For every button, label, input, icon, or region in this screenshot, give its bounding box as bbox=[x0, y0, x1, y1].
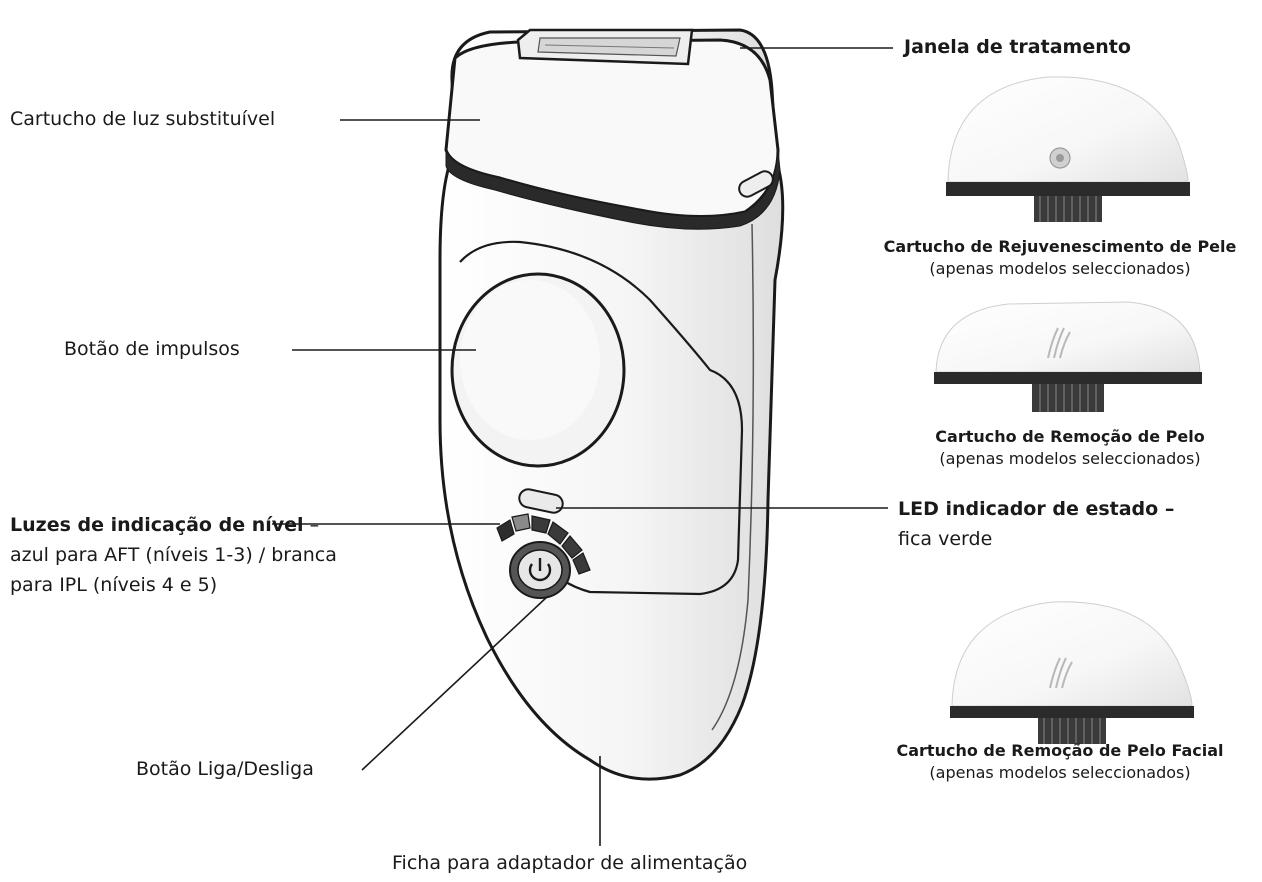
cartridge-3 bbox=[950, 601, 1194, 744]
label-power-button: Botão Liga/Desliga bbox=[136, 758, 314, 780]
label-treatment-window: Janela de tratamento bbox=[904, 36, 1131, 58]
label-pulse-button: Botão de impulsos bbox=[64, 338, 240, 360]
cartridge-rim bbox=[445, 149, 781, 230]
caption-cartridge-hair-subtitle: (apenas modelos seleccionados) bbox=[939, 449, 1201, 468]
cartridge-2 bbox=[934, 301, 1202, 412]
treatment-window-inner bbox=[537, 37, 681, 57]
caption-cartridge-facial-subtitle: (apenas modelos seleccionados) bbox=[929, 763, 1191, 782]
cartridge-1-grille bbox=[1034, 196, 1102, 222]
caption-cartridge-skin: Cartucho de Rejuvenescimento de Pele (ap… bbox=[860, 236, 1260, 280]
caption-cartridge-skin-title: Cartucho de Rejuvenescimento de Pele bbox=[883, 237, 1237, 256]
cartridge-1-grille-lines bbox=[1039, 196, 1097, 222]
caption-cartridge-hair: Cartucho de Remoção de Pelo (apenas mode… bbox=[870, 426, 1262, 470]
caption-cartridge-hair-title: Cartucho de Remoção de Pelo bbox=[935, 427, 1205, 446]
label-replaceable-cartridge: Cartucho de luz substituível bbox=[10, 108, 276, 130]
label-status-led-desc: fica verde bbox=[898, 528, 993, 550]
cartridge-1-rim bbox=[946, 182, 1190, 196]
cartridge-3-rim bbox=[950, 706, 1194, 718]
window-divider bbox=[544, 44, 675, 49]
caption-cartridge-skin-subtitle: (apenas modelos seleccionados) bbox=[929, 259, 1191, 278]
level-light-2 bbox=[511, 513, 531, 532]
level-light-5 bbox=[561, 535, 583, 559]
label-level-lights-title: Luzes de indicação de nível bbox=[10, 514, 304, 536]
cartridge-2-grille-lines bbox=[1039, 384, 1097, 412]
cartridge-3-grille-lines bbox=[1043, 718, 1101, 744]
cartridge-3-dome bbox=[951, 601, 1193, 707]
label-status-led: LED indicador de estado – fica verde bbox=[898, 494, 1174, 554]
cartridge-2-grille bbox=[1032, 384, 1104, 412]
level-light-4 bbox=[547, 521, 569, 545]
hair-icon bbox=[1047, 327, 1071, 359]
side-seam bbox=[711, 223, 755, 731]
caption-cartridge-facial-title: Cartucho de Remoção de Pelo Facial bbox=[896, 741, 1224, 760]
cartridge-2-rim bbox=[934, 372, 1202, 384]
dot-icon bbox=[1049, 147, 1071, 169]
front-panel bbox=[459, 240, 744, 596]
status-led-shape bbox=[518, 488, 564, 514]
leader-botao-liga bbox=[361, 595, 549, 771]
label-level-lights: Luzes de indicação de nível – azul para … bbox=[10, 510, 340, 600]
level-light-6 bbox=[572, 552, 591, 575]
cartridge-1 bbox=[946, 76, 1190, 222]
hair-icon bbox=[1049, 657, 1073, 689]
side-connector bbox=[738, 170, 774, 198]
cartridge-1-dome bbox=[947, 76, 1189, 183]
level-light-1 bbox=[496, 519, 515, 542]
label-level-lights-desc: – azul para AFT (níveis 1-3) / branca pa… bbox=[10, 514, 337, 596]
leader-lines bbox=[272, 47, 893, 846]
label-power-adapter-socket: Ficha para adaptador de alimentação bbox=[392, 852, 748, 874]
label-status-led-title: LED indicador de estado – bbox=[898, 498, 1175, 520]
device-body bbox=[438, 28, 785, 781]
pulse-button-highlight bbox=[460, 280, 600, 440]
power-icon bbox=[528, 558, 552, 582]
level-light-3 bbox=[531, 515, 551, 534]
level-lights bbox=[496, 513, 591, 575]
cartridge-3-grille bbox=[1038, 718, 1106, 744]
caption-cartridge-facial: Cartucho de Remoção de Pelo Facial (apen… bbox=[860, 740, 1260, 784]
